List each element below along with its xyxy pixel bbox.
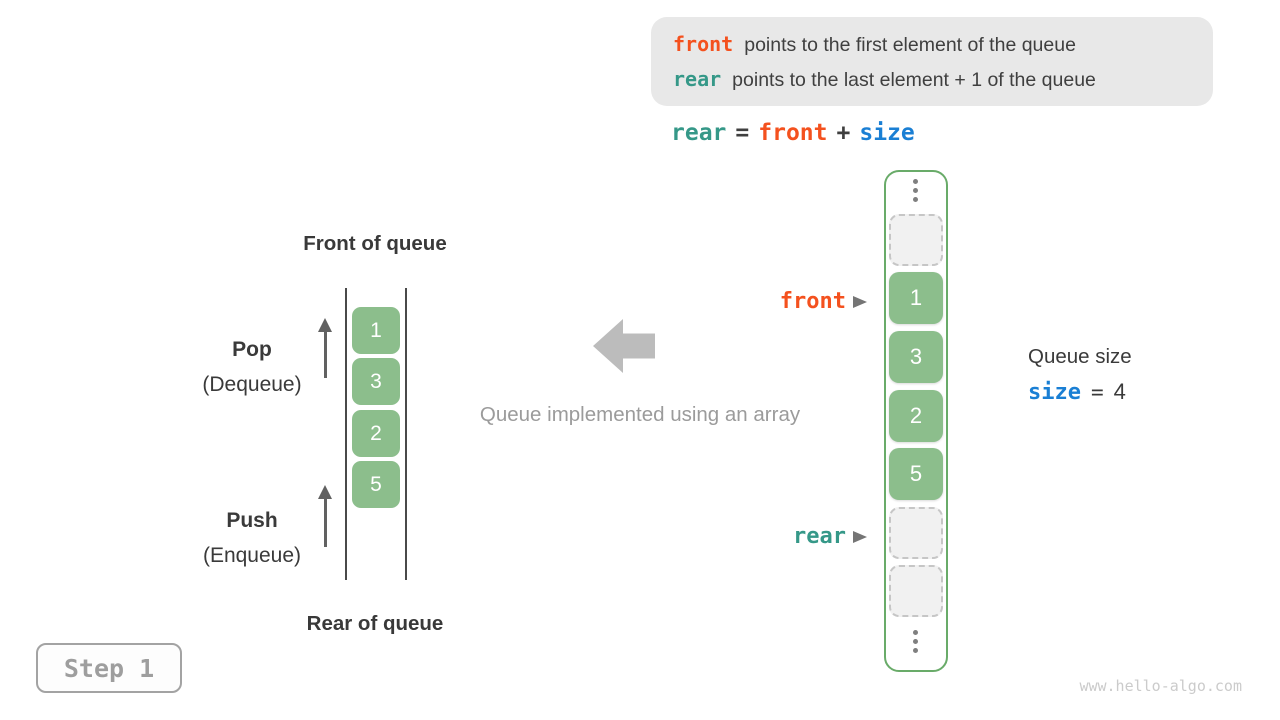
- front-definition-line: front points to the first element of the…: [673, 32, 1213, 57]
- dequeue-label: (Dequeue): [202, 373, 302, 396]
- enqueue-label: (Enqueue): [202, 544, 302, 567]
- push-label: Push: [226, 509, 278, 532]
- push-arrow-stem: [324, 498, 327, 547]
- array-cell: 2: [889, 390, 943, 442]
- step-badge: Step 1: [36, 643, 182, 693]
- array-cell: 3: [889, 331, 943, 383]
- rear-definition-line: rear points to the last element + 1 of t…: [673, 67, 1213, 92]
- size-value: 4: [1113, 379, 1126, 404]
- front-of-queue-label: Front of queue: [303, 232, 447, 255]
- figure-caption: Queue implemented using an array: [479, 403, 801, 426]
- array-cell: 1: [889, 272, 943, 324]
- watermark: www.hello-algo.com: [1079, 677, 1242, 695]
- front-keyword: front: [673, 31, 734, 56]
- rear-definition-text: points to the last element + 1 of the qu…: [732, 68, 1096, 91]
- equation-equals: =: [735, 120, 750, 146]
- pop-arrow-stem: [324, 331, 327, 378]
- queue-size-title: Queue size: [1028, 345, 1132, 368]
- pop-label-block: Pop (Dequeue): [168, 332, 336, 402]
- queue-wall-left: [345, 288, 347, 580]
- equation-rear: rear: [671, 120, 727, 146]
- queue-element: 5: [352, 461, 400, 508]
- size-equation: size = 4: [1028, 379, 1126, 405]
- pointer-equation: rear = front + size: [671, 120, 915, 146]
- dot: [913, 197, 918, 202]
- push-label-block: Push (Enqueue): [168, 503, 336, 573]
- ellipsis-top-icon: [913, 179, 918, 202]
- dot: [913, 630, 918, 635]
- push-arrow-icon: [318, 485, 332, 499]
- array-empty-cell: [889, 214, 943, 266]
- front-pointer-label: front: [779, 289, 846, 314]
- queue-element: 2: [352, 410, 400, 457]
- equation-size: size: [859, 120, 915, 146]
- rear-pointer-label: rear: [793, 524, 846, 549]
- ellipsis-bottom-icon: [913, 630, 918, 653]
- equation-front: front: [758, 120, 828, 146]
- definition-box: front points to the first element of the…: [651, 17, 1213, 106]
- queue-element: 1: [352, 307, 400, 354]
- dot: [913, 639, 918, 644]
- queue-element: 3: [352, 358, 400, 405]
- array-cell: 5: [889, 448, 943, 500]
- front-definition-text: points to the first element of the queue: [744, 33, 1076, 56]
- size-equals: =: [1090, 380, 1104, 404]
- rear-pointer-arrow-icon: [853, 531, 867, 543]
- dot: [913, 179, 918, 184]
- rear-keyword: rear: [673, 66, 722, 91]
- front-pointer-arrow-icon: [853, 296, 867, 308]
- size-variable: size: [1028, 379, 1081, 405]
- dot: [913, 648, 918, 653]
- array-empty-cell: [889, 565, 943, 617]
- array-empty-cell: [889, 507, 943, 559]
- queue-wall-right: [405, 288, 407, 580]
- left-block-arrow-icon: [593, 319, 655, 373]
- pop-arrow-icon: [318, 318, 332, 332]
- rear-of-queue-label: Rear of queue: [306, 612, 444, 635]
- dot: [913, 188, 918, 193]
- equation-plus: +: [836, 120, 851, 146]
- pop-label: Pop: [232, 338, 272, 361]
